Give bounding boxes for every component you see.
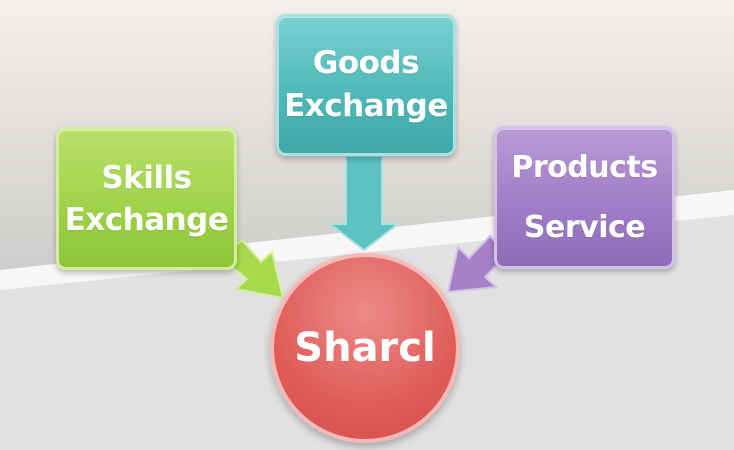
skills-exchange-line-2: Exchange xyxy=(64,201,229,238)
goods-exchange-box: Goods Exchange xyxy=(276,14,456,156)
products-service-line-1: Products xyxy=(511,149,658,185)
skills-exchange-line-1: Skills xyxy=(101,159,192,196)
sharcl-hub-circle: Sharcl xyxy=(270,253,460,443)
goods-exchange-line-2: Exchange xyxy=(284,88,448,124)
sharcl-hub-label: Sharcl xyxy=(294,325,436,371)
arrow-skills-to-hub xyxy=(220,238,285,300)
skills-exchange-box: Skills Exchange xyxy=(56,127,237,270)
products-service-line-2: Service xyxy=(523,209,646,245)
arrow-products-to-hub xyxy=(446,234,509,294)
products-service-box: Products Service xyxy=(494,126,675,269)
goods-exchange-line-1: Goods xyxy=(312,45,420,81)
arrow-goods-to-hub xyxy=(327,155,401,252)
